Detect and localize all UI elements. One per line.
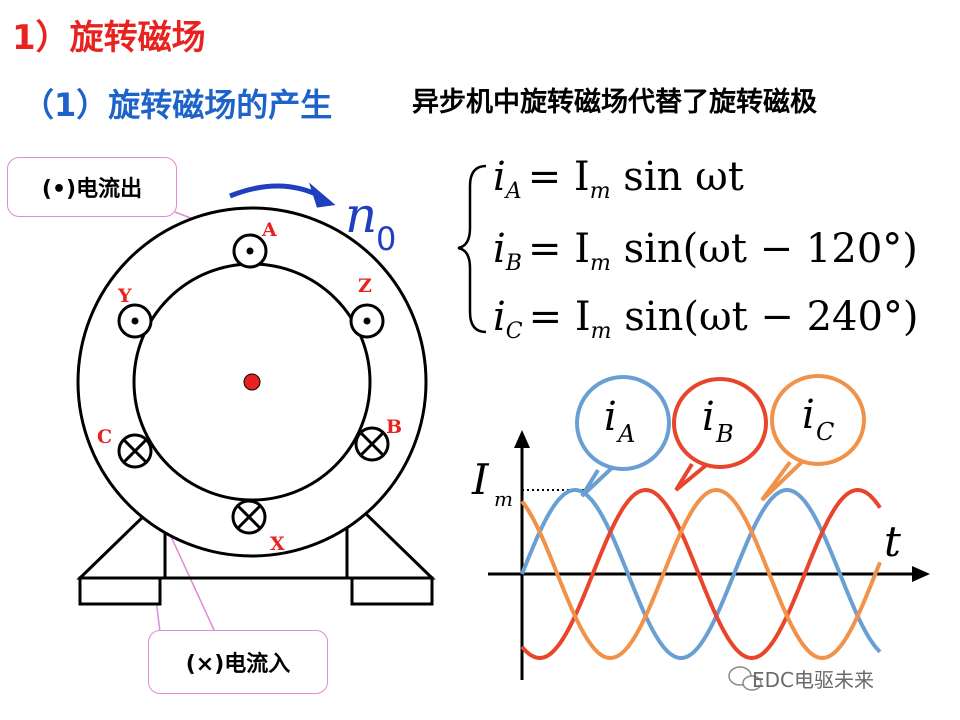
series-ic-line xyxy=(520,487,882,661)
slot-label-y: Y xyxy=(117,285,132,307)
legend-ib-symbol: i xyxy=(702,394,715,440)
slot-label-x: X xyxy=(270,533,285,555)
slot-c xyxy=(117,433,153,469)
legend-ic-sub: C xyxy=(816,418,834,446)
y-axis-arrow xyxy=(514,430,530,448)
slot-label-b: B xyxy=(386,416,402,438)
equation-c: iC= Im sin(ωt − 240°) xyxy=(493,294,919,344)
legend-ia-sub: A xyxy=(616,420,635,448)
slot-y xyxy=(117,303,153,339)
equation-a: iA= Im sin ωt xyxy=(493,154,744,204)
legend-bubble-ia: i A xyxy=(575,375,671,498)
section-subtitle: （1）旋转磁场的产生 xyxy=(22,86,333,124)
current-waveform-chart: t I m i A i B i C xyxy=(471,374,930,680)
watermark-text: EDC电驱未来 xyxy=(752,668,875,692)
slot-label-a: A xyxy=(261,219,277,241)
slot-a xyxy=(232,233,268,269)
x-axis-arrow xyxy=(912,566,930,582)
rotation-arc xyxy=(229,183,322,199)
description-text: 异步机中旋转磁场代替了旋转磁极 xyxy=(412,87,817,118)
legend-ib-sub: B xyxy=(715,420,734,448)
page-title: 1）旋转磁场 xyxy=(12,18,206,58)
rotation-arrow-head xyxy=(309,182,336,208)
speed-symbol: n xyxy=(345,186,377,244)
slot-z xyxy=(349,303,385,339)
speed-subscript: 0 xyxy=(376,220,396,258)
amplitude-subscript: m xyxy=(494,487,513,511)
center-dot xyxy=(243,373,261,391)
equation-brace xyxy=(457,164,487,334)
legend-bubble-ic: i C xyxy=(760,374,866,502)
series-layer xyxy=(520,487,882,661)
equation-b: iB= Im sin(ωt − 120°) xyxy=(493,226,918,276)
wechat-icon xyxy=(728,666,762,691)
x-axis-label: t xyxy=(884,517,901,566)
slot-b xyxy=(354,426,390,462)
slot-x xyxy=(231,499,267,535)
callout-current-in: (×)电流入 xyxy=(148,630,328,694)
series-ia-line xyxy=(520,488,882,660)
legend-ia-symbol: i xyxy=(604,394,617,440)
slot-label-c: C xyxy=(97,426,112,448)
slot-label-z: Z xyxy=(358,275,372,297)
amplitude-label: I xyxy=(471,455,490,504)
legend-ic-symbol: i xyxy=(802,392,815,438)
callout-current-out: (•)电流出 xyxy=(7,157,177,217)
equations: iA= Im sin ωt iB= Im sin(ωt − 120°) iC= … xyxy=(493,154,919,344)
legend-bubble-ib: i B xyxy=(672,377,768,492)
series-ib-line xyxy=(520,487,882,661)
